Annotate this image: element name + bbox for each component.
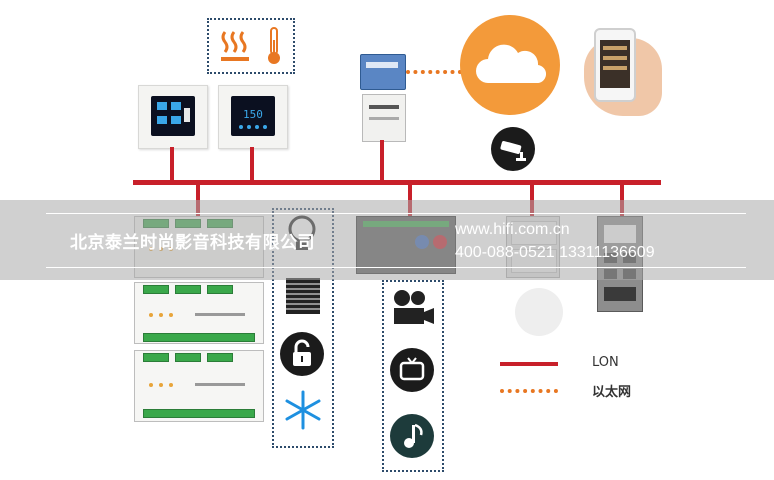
- watermark-company: 北京泰兰时尚影音科技有限公司: [70, 233, 315, 253]
- blinds-icon: [286, 278, 320, 314]
- drop-line-panel-1: [170, 147, 174, 182]
- legend-ethernet-line: [500, 389, 558, 393]
- legend-lon-line: [500, 362, 558, 366]
- panel-2-screen: 150: [231, 96, 275, 136]
- drop-line-module: [196, 182, 200, 216]
- svg-text:150: 150: [243, 108, 263, 121]
- snowflake-icon: [285, 390, 321, 430]
- legend-lon-label: LON: [592, 355, 619, 370]
- smartphone: [594, 28, 636, 102]
- panel-1-screen: [151, 96, 195, 136]
- watermark-url: www.hifi.com.cn: [455, 221, 570, 238]
- legend-ethernet-label: 以太网: [592, 385, 632, 400]
- drop-line-gateway: [380, 140, 384, 182]
- cloud-icon: [476, 44, 546, 84]
- din-module-2: [134, 282, 264, 344]
- heating-icon-box: [207, 18, 295, 74]
- film-projector-icon: [394, 290, 434, 324]
- cloud-circle: [460, 15, 560, 115]
- music-note-icon: [390, 414, 434, 458]
- media-icons-box: [382, 280, 444, 472]
- heat-wave-icon: [221, 31, 249, 61]
- drop-line-panel-2: [250, 147, 254, 182]
- drop-line-av: [408, 182, 412, 216]
- watermark-line-top: [46, 213, 746, 214]
- gateway-ports: [366, 62, 398, 68]
- gateway-device: [360, 54, 406, 90]
- cctv-camera-icon: [491, 127, 535, 171]
- lon-bus: [133, 180, 661, 185]
- watermark-phone: 400-088-0521 13311136609: [455, 244, 655, 261]
- smart-panel-1: [138, 85, 208, 149]
- drop-line-keypad: [620, 180, 624, 216]
- sensor-disc: [515, 288, 563, 336]
- thermometer-icon: [268, 27, 280, 64]
- lock-icon: [280, 332, 324, 376]
- din-module-3: [134, 350, 264, 422]
- ethernet-link: [406, 70, 462, 74]
- power-module: [362, 94, 406, 142]
- smart-panel-2: 150: [218, 85, 288, 149]
- television-icon: [390, 348, 434, 392]
- drop-line-cctv: [530, 180, 534, 216]
- watermark-line-bottom: [46, 267, 746, 268]
